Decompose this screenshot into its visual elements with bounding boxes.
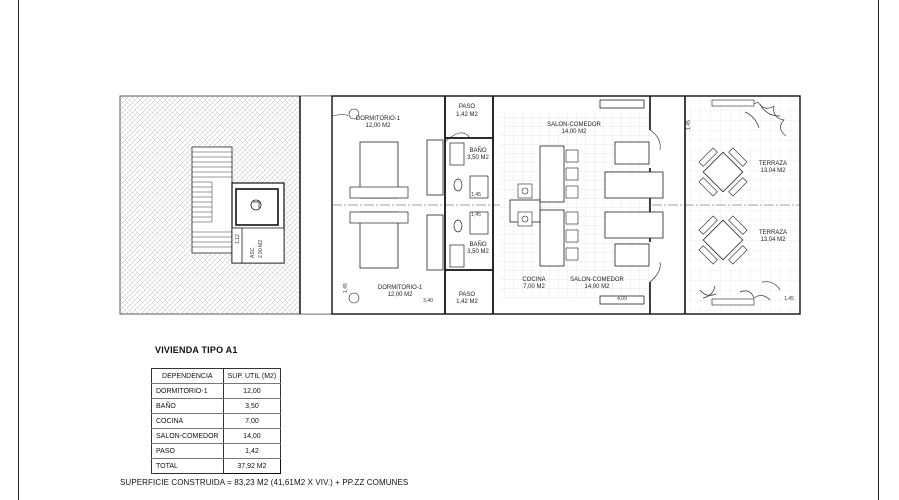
room-area: 12,00 M2	[365, 123, 391, 129]
room-name: TERRAZA	[759, 230, 787, 236]
table-cell: BAÑO	[151, 398, 224, 414]
room-area: 7,00 M2	[523, 284, 545, 290]
table-cell: 7,00	[222, 413, 282, 429]
table-header: SUP. UTIL (M2)	[222, 368, 282, 384]
room-area: 3,50 M2	[467, 155, 489, 161]
table-row: BAÑO 3,50	[151, 398, 282, 414]
dimension-labels: 1,45 1,45 3,40 4,09 1,12 1,45 1,45 1,45	[235, 120, 794, 304]
table-cell: SALON-COMEDOR	[151, 428, 224, 444]
room-name: DORMITORIO-1	[378, 285, 423, 291]
lift-area: 2,90 M2	[258, 240, 264, 258]
svg-text:1,45: 1,45	[686, 120, 692, 130]
room-name: TERRAZA	[759, 161, 787, 167]
room-name: PASO	[459, 292, 476, 298]
room-area: 13,04 M2	[760, 237, 786, 243]
table-cell: DORMITORIO-1	[151, 383, 224, 399]
room-area: 12,00 M2	[387, 292, 413, 298]
terrace-top	[687, 98, 798, 204]
table-cell: 3,50	[222, 398, 282, 414]
svg-text:1,45: 1,45	[471, 192, 481, 198]
table-row: COCINA 7,00	[151, 413, 282, 429]
table-row: SALON-COMEDOR 14,00	[151, 428, 282, 444]
table-total-label: TOTAL	[151, 458, 224, 474]
bathroom-fixtures	[449, 142, 489, 268]
svg-text:4,09: 4,09	[617, 296, 627, 302]
built-area-summary: SUPERFICIE CONSTRUIDA = 83,23 M2 (41,61M…	[120, 478, 409, 487]
room-labels: DORMITORIO-1 12,00 M2 PASO 1,42 M2 SALON…	[250, 104, 787, 305]
svg-text:1,45: 1,45	[343, 283, 349, 293]
table-caption: VIVIENDA TIPO A1	[155, 345, 238, 355]
svg-text:1,45: 1,45	[471, 212, 481, 218]
lift-name: ASC.	[250, 246, 256, 258]
room-area: 13,04 M2	[760, 168, 786, 174]
room-name: BAÑO	[469, 147, 486, 154]
svg-text:1,45: 1,45	[784, 296, 794, 302]
drawing-frame	[18, 0, 879, 500]
kitchen-island-top	[539, 145, 565, 203]
table-cell: 1,42	[222, 443, 282, 459]
table-cell: 14,00	[222, 428, 282, 444]
stair-icon	[191, 146, 233, 254]
table-row: PASO 1,42	[151, 443, 282, 459]
table-cell: 12,00	[222, 383, 282, 399]
room-area: 14,00 M2	[584, 284, 610, 290]
terrace-bottom	[687, 206, 798, 312]
room-name: SALON-COMEDOR	[547, 122, 601, 128]
terrace-table-top	[698, 147, 748, 197]
room-area: 1,42 M2	[456, 112, 478, 118]
lift-icon	[231, 182, 285, 264]
table-row: DORMITORIO-1 12,00	[151, 383, 282, 399]
room-area: 3,50 M2	[467, 249, 489, 255]
table-cell: COCINA	[151, 413, 224, 429]
room-area: 14,00 M2	[561, 129, 587, 135]
room-area: 1,42 M2	[456, 299, 478, 305]
room-name: BAÑO	[469, 241, 486, 248]
room-name: DORMITORIO-1	[356, 116, 401, 122]
room-name: PASO	[459, 104, 476, 110]
table-cell: PASO	[151, 443, 224, 459]
room-name: SALON-COMEDOR	[570, 277, 624, 283]
table-header-row: DEPENDENCIA SUP. UTIL (M2)	[151, 368, 282, 384]
kitchen-island-bottom	[539, 209, 565, 267]
terrace-table-bottom	[698, 215, 748, 265]
patio	[299, 95, 333, 315]
table-header: DEPENDENCIA	[151, 368, 224, 384]
svg-text:3,40: 3,40	[423, 298, 433, 304]
room-name: COCINA	[522, 277, 545, 283]
table-total-value: 37,92 M2	[222, 458, 282, 474]
table-total-row: TOTAL 37,92 M2	[151, 458, 282, 474]
svg-text:1,12: 1,12	[235, 234, 241, 244]
area-table: DEPENDENCIA SUP. UTIL (M2) DORMITORIO-1 …	[151, 368, 282, 474]
